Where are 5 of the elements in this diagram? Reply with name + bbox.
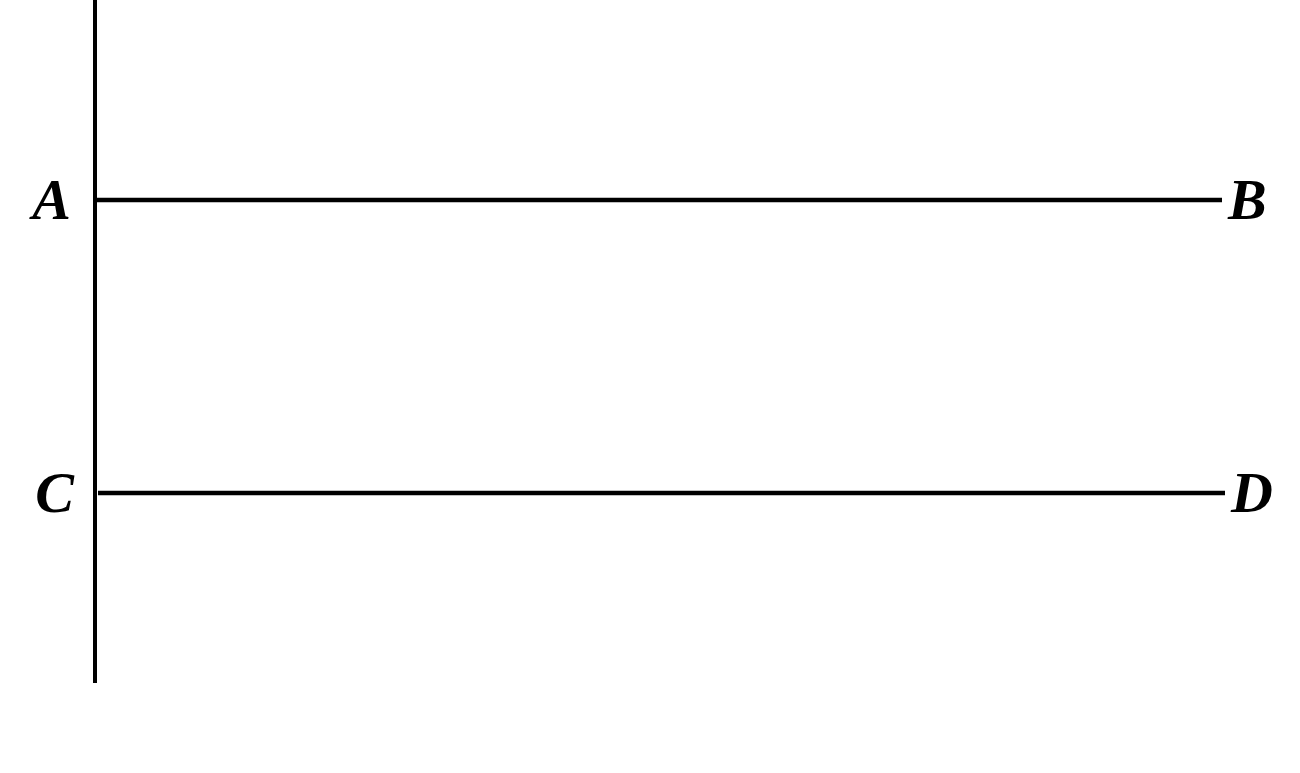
line-segment (95, 197, 1222, 203)
point-label: D (1231, 464, 1273, 522)
point-label: B (1228, 171, 1267, 229)
line-segment (98, 490, 1225, 496)
point-label: C (35, 464, 74, 522)
